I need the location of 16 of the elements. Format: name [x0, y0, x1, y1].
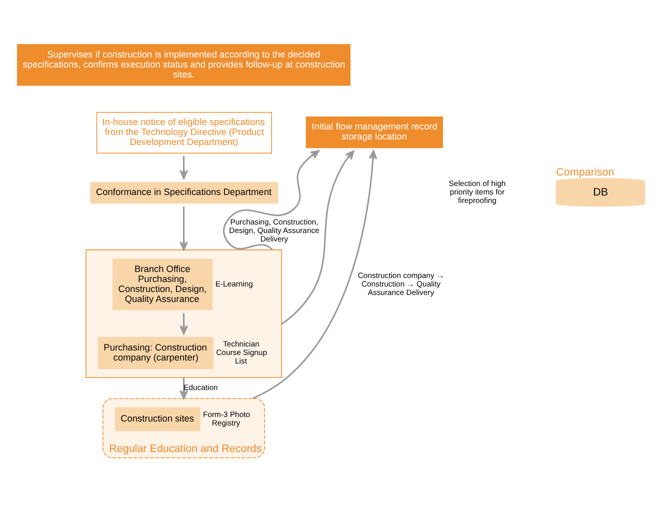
cluster: [86, 249, 282, 378]
node-label: E-Learning: [215, 279, 253, 288]
arrow: [281, 150, 354, 325]
label: Selection of high priority items for fireproofing: [448, 178, 506, 205]
node-label: Technician Course Signup List: [216, 339, 267, 366]
arrow: [222, 150, 320, 250]
edge-label: Construction company → Construction → Quality Assurance Delivery: [358, 270, 444, 297]
arrow: [252, 150, 378, 400]
node-label: Comparison: [556, 166, 614, 179]
arrow: [180, 313, 188, 334]
arrow: [180, 206, 188, 251]
edge-label: Education: [184, 382, 218, 392]
arrow: [180, 378, 188, 400]
edge-label: Purchasing, Construction, Design, Quality Assurance Delivery: [229, 217, 320, 244]
node-label: Form-3 Photo Registry: [203, 410, 250, 428]
arrow: [180, 156, 188, 180]
